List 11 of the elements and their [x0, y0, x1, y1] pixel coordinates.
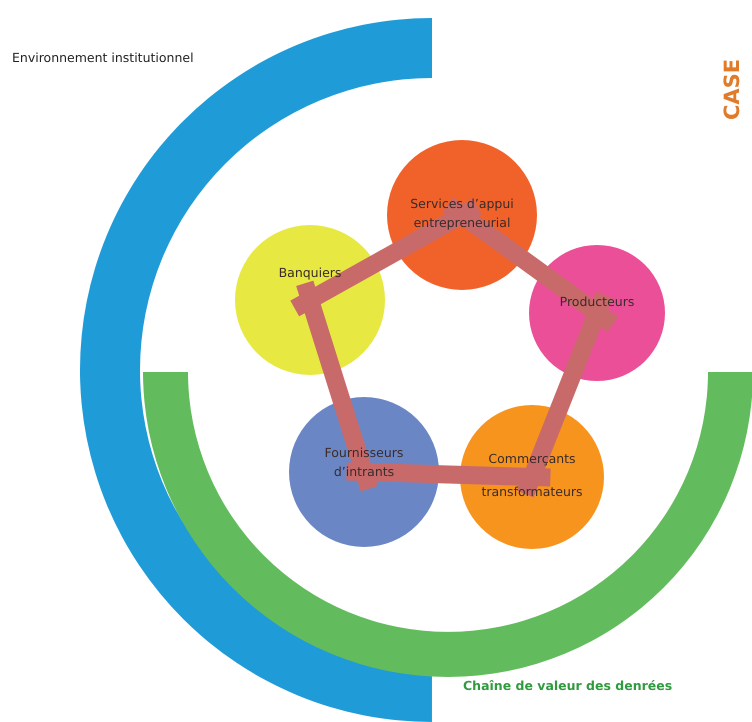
link-bar: [296, 280, 378, 492]
link-bar: [516, 291, 613, 498]
actor-label: Producteurs: [558, 293, 636, 311]
link-bar: [442, 197, 618, 332]
actor-label: Commerçants transformateurs: [480, 450, 584, 500]
link-bar: [290, 198, 482, 316]
actor-label: Services d’appui entrepreneurial: [409, 195, 515, 232]
section-title: Environnement institutionnel: [12, 50, 194, 65]
vertical-heading: CASE: [720, 58, 744, 120]
actor-label: Banquiers: [278, 264, 342, 282]
section-title: Chaîne de valeur des denrées: [463, 678, 672, 693]
